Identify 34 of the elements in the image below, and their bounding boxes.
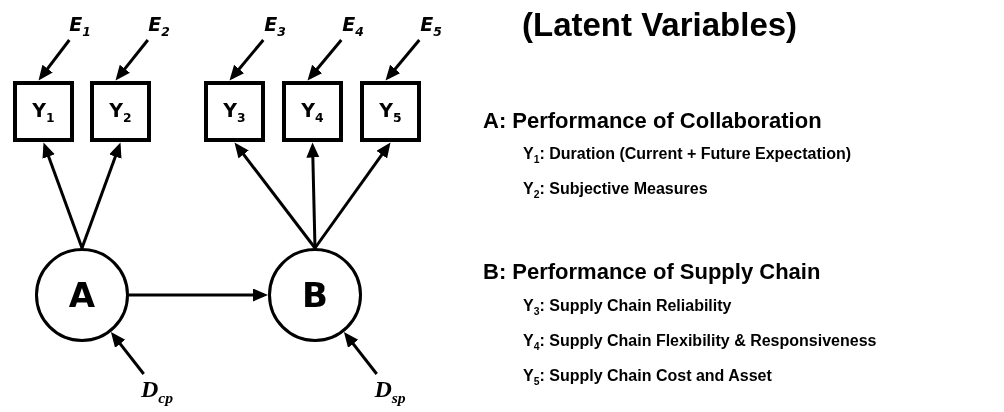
latent-variable-circle: A xyxy=(35,248,129,342)
observed-variable-box: Y$_{5}$ xyxy=(360,81,421,142)
arrow xyxy=(306,142,320,249)
arrow xyxy=(129,288,268,302)
arrow xyxy=(80,142,122,249)
section-heading: B: Performance of Supply Chain xyxy=(483,259,821,285)
arrow xyxy=(38,39,71,81)
section-heading: A: Performance of Collaboration xyxy=(483,108,822,134)
heading: (Latent Variables) xyxy=(522,6,798,44)
arrow xyxy=(307,39,343,81)
arrow xyxy=(229,39,265,81)
arrow xyxy=(313,142,391,249)
disturbance-term-label: D$_{sp}$ xyxy=(367,374,413,408)
observed-variable-box: Y$_{3}$ xyxy=(204,81,265,142)
observed-variable-box: Y$_{1}$ xyxy=(13,81,74,142)
error-term-label: E$_{3}$ xyxy=(261,12,289,40)
error-term-label: E$_{4}$ xyxy=(339,12,367,40)
latent-variable-circle: B xyxy=(268,248,362,342)
arrow xyxy=(343,332,378,375)
arrow xyxy=(42,142,84,249)
arrow xyxy=(385,39,421,81)
error-term-label: E$_{1}$ xyxy=(66,12,94,40)
error-term-label: E$_{2}$ xyxy=(145,12,173,40)
arrow xyxy=(115,39,149,81)
definition-text: Y$_{4}$: Supply Chain Flexibility & Responsiveness xyxy=(523,332,877,353)
definition-text: Y$_{3}$: Supply Chain Reliability xyxy=(523,297,732,318)
definition-text: Y$_{5}$: Supply Chain Cost and Asset xyxy=(523,367,772,388)
observed-variable-box: Y$_{4}$ xyxy=(282,81,343,142)
observed-variable-box: Y$_{2}$ xyxy=(90,81,151,142)
definition-text: Y$_{1}$: Duration (Current + Future Expectation) xyxy=(523,145,852,166)
arrow xyxy=(110,332,145,375)
disturbance-term-label: D$_{cp}$ xyxy=(134,374,180,408)
definition-text: Y$_{2}$: Subjective Measures xyxy=(523,180,708,201)
error-term-label: E$_{5}$ xyxy=(417,12,445,40)
